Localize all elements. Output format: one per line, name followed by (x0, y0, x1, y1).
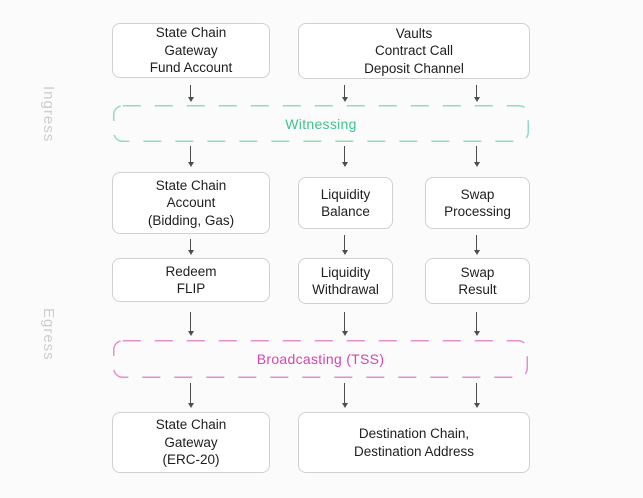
down-arrow-icon (472, 235, 481, 255)
witnessing-label: Witnessing (285, 115, 357, 132)
arrow-shaft (344, 235, 345, 250)
arrow-shaft (476, 235, 477, 250)
broadcasting-zone: Broadcasting (TSS) (113, 340, 528, 378)
down-arrow-icon (472, 85, 481, 102)
arrow-head (473, 250, 480, 255)
zone-label-wrap: Witnessing (113, 105, 529, 142)
arrow-head (187, 403, 194, 408)
node-destination-chain-address: Destination Chain, Destination Address (298, 412, 530, 473)
arrow-head (341, 162, 348, 167)
arrow-shaft (476, 383, 477, 403)
arrow-shaft (190, 239, 191, 250)
arrow-head (341, 331, 348, 336)
node-liquidity-balance: Liquidity Balance (298, 177, 393, 229)
down-arrow-icon (340, 383, 349, 408)
down-arrow-icon (472, 146, 481, 167)
arrow-head (473, 97, 480, 102)
broadcasting-label: Broadcasting (TSS) (256, 351, 385, 367)
node-vaults-contract-call-deposit-channel: Vaults Contract Call Deposit Channel (298, 23, 530, 79)
node-label: Swap Result (458, 264, 497, 298)
arrow-shaft (190, 85, 191, 97)
node-label: State Chain Gateway (ERC-20) (155, 417, 227, 468)
arrow-shaft (190, 146, 191, 162)
arrow-head (473, 403, 480, 408)
zone-label-wrap: Broadcasting (TSS) (113, 340, 528, 378)
down-arrow-icon (340, 146, 349, 167)
arrow-head (187, 162, 194, 167)
arrow-head (473, 162, 480, 167)
node-label: Redeem FLIP (165, 263, 217, 297)
node-label: Vaults Contract Call Deposit Channel (364, 25, 464, 76)
dashed-border (113, 340, 528, 378)
down-arrow-icon (340, 235, 349, 255)
arrow-head (341, 97, 348, 102)
down-arrow-icon (186, 85, 195, 102)
node-label: State Chain Gateway Fund Account (149, 25, 233, 76)
down-arrow-icon (186, 383, 195, 408)
down-arrow-icon (186, 312, 195, 336)
node-label: Liquidity Balance (320, 186, 371, 220)
node-state-chain-gateway-erc20: State Chain Gateway (ERC-20) (112, 412, 270, 473)
arrow-shaft (344, 85, 345, 97)
down-arrow-icon (472, 312, 481, 336)
arrow-shaft (344, 312, 345, 331)
node-state-chain-account: State Chain Account (Bidding, Gas) (112, 172, 270, 234)
arrow-shaft (344, 383, 345, 403)
witnessing-zone: Witnessing (113, 105, 529, 142)
node-label: Swap Processing (444, 186, 511, 220)
arrow-head (187, 97, 194, 102)
node-state-chain-gateway-fund-account: State Chain Gateway Fund Account (112, 23, 270, 78)
arrow-head (341, 403, 348, 408)
down-arrow-icon (472, 383, 481, 408)
down-arrow-icon (340, 85, 349, 102)
arrow-head (473, 331, 480, 336)
node-redeem-flip: Redeem FLIP (112, 258, 270, 302)
down-arrow-icon (340, 312, 349, 336)
arrow-head (187, 331, 194, 336)
arrow-head (187, 250, 194, 255)
arrow-shaft (476, 312, 477, 331)
node-liquidity-withdrawal: Liquidity Withdrawal (298, 258, 393, 304)
arrow-shaft (344, 146, 345, 162)
arrow-shaft (190, 383, 191, 403)
down-arrow-icon (186, 239, 195, 255)
node-swap-result: Swap Result (425, 258, 530, 304)
ingress-label: Ingress (40, 86, 57, 143)
node-swap-processing: Swap Processing (425, 177, 530, 229)
arrow-shaft (476, 146, 477, 162)
down-arrow-icon (186, 146, 195, 167)
node-label: Liquidity Withdrawal (312, 264, 379, 298)
arrow-shaft (190, 312, 191, 331)
dashed-border (113, 105, 529, 142)
arrow-shaft (476, 85, 477, 97)
arrow-head (341, 250, 348, 255)
node-label: State Chain Account (Bidding, Gas) (147, 177, 235, 228)
egress-label: Egress (40, 308, 57, 361)
node-label: Destination Chain, Destination Address (353, 426, 475, 459)
